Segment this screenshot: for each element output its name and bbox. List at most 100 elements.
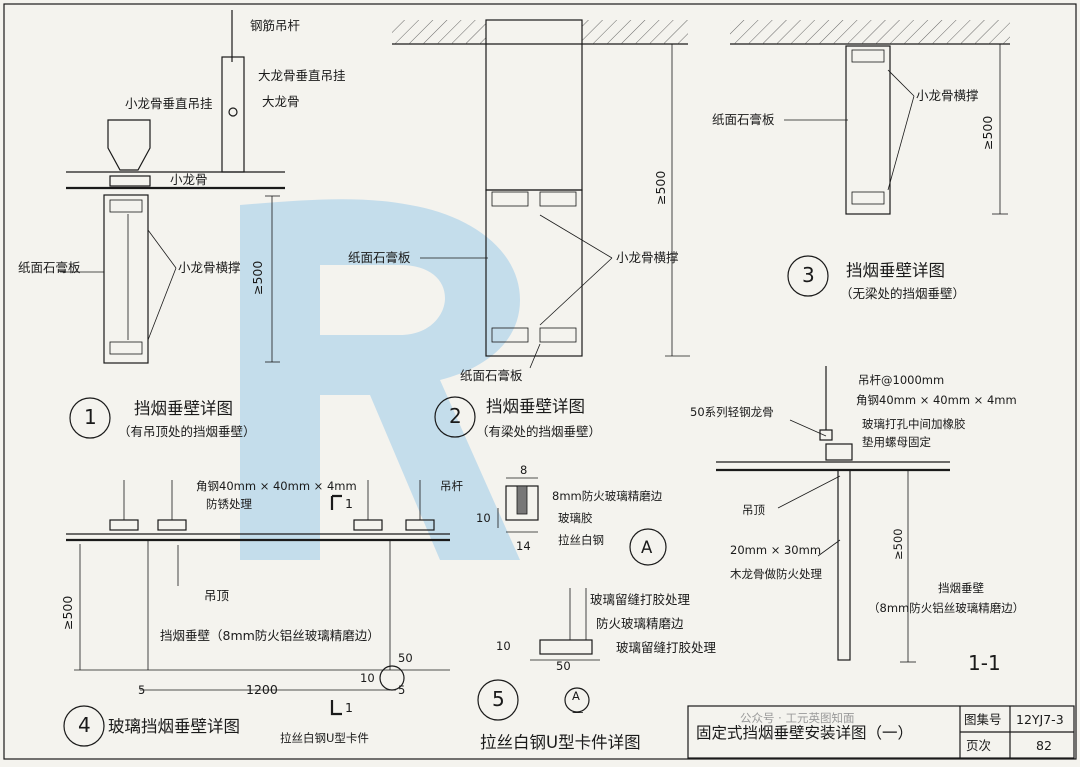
beam — [485, 19, 583, 191]
detail-number-circle — [787, 255, 829, 297]
ref-circle — [564, 687, 590, 713]
label-glue: 玻璃胶 — [558, 511, 593, 525]
dim-10: 10 — [496, 639, 511, 653]
label-smoke-wall: 挡烟垂壁 — [938, 581, 984, 595]
label-angle-steel: 角钢40mm × 40mm × 4mm — [856, 393, 1017, 407]
page-no: 82 — [1036, 738, 1052, 753]
label-keel-50: 50系列轻钢龙骨 — [690, 405, 774, 419]
label-smoke-wall: 挡烟垂壁（8mm防火铝丝玻璃精磨边） — [160, 628, 380, 643]
label-sub-keel-brace: 小龙骨横撑 — [916, 88, 979, 103]
drawing-title: 固定式挡烟垂壁安装详图（一） — [696, 724, 913, 742]
detail-number: 3 — [802, 263, 815, 287]
wall-frame — [103, 194, 149, 364]
section-mark-b: 1 — [345, 700, 353, 715]
detail-3: 小龙骨横撑 纸面石膏板 ≥500 3 挡烟垂壁详图 （无梁处的挡烟垂壁） — [712, 20, 1010, 301]
brace-bottom-right — [539, 327, 577, 343]
detail-5: 玻璃留缝打胶处理 防火玻璃精磨边 玻璃留缝打胶处理 10 50 A — 5 拉丝… — [477, 588, 717, 752]
detail-number-circle — [63, 705, 105, 747]
ref-sub: — — [572, 705, 584, 719]
brace-bottom-left — [491, 327, 529, 343]
watermark-logo — [240, 199, 520, 560]
label-ceiling: 吊顶 — [742, 503, 765, 517]
detail-subtitle: （有梁处的挡烟垂壁） — [476, 424, 601, 439]
dim-1200: 1200 — [246, 682, 278, 697]
detail-1: 钢筋吊杆 大龙骨垂直吊挂 大龙骨 小龙骨垂直吊挂 小龙骨 纸面石膏板 小龙骨横撑… — [18, 10, 346, 439]
label-gypsum-board: 纸面石膏板 — [712, 112, 775, 127]
label-angle-steel-2: 防锈处理 — [206, 497, 252, 511]
detail-number: 1 — [84, 405, 97, 429]
wall-frame — [845, 45, 891, 215]
dim-500: ≥500 — [653, 171, 668, 205]
label-ceiling: 吊顶 — [204, 588, 230, 603]
label-glue-a: 玻璃留缝打胶处理 — [590, 592, 691, 607]
dim-500: ≥500 — [891, 528, 905, 560]
sub-keel-hanger — [107, 119, 151, 171]
atlas-no: 12YJ7-3 — [1016, 712, 1064, 727]
label-glass-drill-2: 垫用螺母固定 — [862, 435, 931, 449]
label-glass-drill-1: 玻璃打孔中间加橡胶 — [862, 417, 966, 431]
label-rebar-rod: 钢筋吊杆 — [250, 18, 301, 33]
page-label: 页次 — [966, 738, 991, 753]
sheet-border — [3, 3, 1077, 760]
sub-keel — [109, 175, 151, 187]
detail-number-circle — [69, 397, 111, 439]
brace-top-left — [491, 191, 529, 207]
label-hanger-rod: 吊杆@1000mm — [858, 373, 944, 387]
label-gypsum-board: 纸面石膏板 — [18, 260, 81, 275]
label-wood-keel-1: 20mm × 30mm — [730, 543, 821, 557]
atlas-label: 图集号 — [964, 712, 1002, 727]
brace-bottom — [109, 341, 143, 355]
label-gypsum-board-b: 纸面石膏板 — [460, 368, 523, 383]
detail-4: 角钢40mm × 40mm × 4mm 防锈处理 吊杆 1 吊顶 ≥500 挡烟… — [60, 479, 463, 747]
dim-50: 50 — [556, 659, 571, 673]
label-angle-steel-1: 角钢40mm × 40mm × 4mm — [196, 479, 357, 493]
label-main-keel: 大龙骨 — [262, 94, 300, 109]
detail-number: 4 — [78, 713, 91, 737]
label-hanger: 吊杆 — [440, 479, 463, 493]
brace-top — [109, 199, 143, 213]
keel-block — [825, 443, 853, 461]
detail-marker: A — [641, 538, 653, 557]
detail-number: 2 — [449, 404, 462, 428]
wall-frame — [485, 189, 583, 357]
wechat-watermark: 公众号 · 工元英图知面 — [740, 711, 854, 725]
dim-500: ≥500 — [60, 596, 75, 630]
detail-title: 拉丝白钢U型卡件详图 — [480, 733, 641, 752]
label-sub-keel-hanger: 小龙骨垂直吊挂 — [125, 96, 213, 111]
label-steel: 拉丝白钢 — [558, 533, 604, 547]
dim-500: ≥500 — [250, 261, 265, 295]
dim-5a: 5 — [138, 683, 145, 697]
section-mark: 1 — [345, 496, 353, 511]
brace-bottom — [851, 191, 885, 205]
section-title: 1-1 — [968, 651, 1001, 675]
title-block: 固定式挡烟垂壁安装详图（一） 图集号 12YJ7-3 页次 82 公众号 · 工… — [687, 705, 1075, 759]
detail-number-circle — [434, 396, 476, 438]
dim-10: 10 — [360, 671, 375, 685]
detail-a: 8 8mm防火玻璃精磨边 10 玻璃胶 14 拉丝白钢 A — [476, 463, 667, 566]
detail-subtitle: （有吊顶处的挡烟垂壁） — [118, 424, 256, 439]
brace-top — [851, 49, 885, 63]
detail-number: 5 — [492, 687, 505, 711]
glass-section — [516, 485, 528, 515]
detail-title: 玻璃挡烟垂壁详图 — [108, 717, 240, 736]
detail-marker-circle — [629, 528, 667, 566]
detail-2: 纸面石膏板 小龙骨横撑 纸面石膏板 ≥500 2 挡烟垂壁详图 （有梁处的挡烟垂… — [348, 19, 690, 439]
dim-10: 10 — [476, 511, 491, 525]
detail-title: 挡烟垂壁详图 — [846, 261, 945, 280]
label-glass: 防火玻璃精磨边 — [596, 616, 684, 631]
label-clip: 拉丝白钢U型卡件 — [280, 731, 369, 745]
label-sub-keel-brace: 小龙骨横撑 — [178, 260, 241, 275]
label-sub-keel-brace: 小龙骨横撑 — [616, 250, 679, 265]
glass-wall — [837, 469, 851, 661]
u-clip — [539, 639, 593, 655]
label-sub-keel: 小龙骨 — [170, 172, 208, 187]
label-gypsum-board-a: 纸面石膏板 — [348, 250, 411, 265]
dim-5b: 5 — [398, 683, 405, 697]
detail-number-circle — [477, 679, 519, 721]
brace-top-right — [539, 191, 577, 207]
dim-500: ≥500 — [980, 116, 995, 150]
dim-8: 8 — [520, 463, 527, 477]
bolt-icon — [228, 107, 238, 117]
detail-title: 挡烟垂壁详图 — [486, 397, 585, 416]
